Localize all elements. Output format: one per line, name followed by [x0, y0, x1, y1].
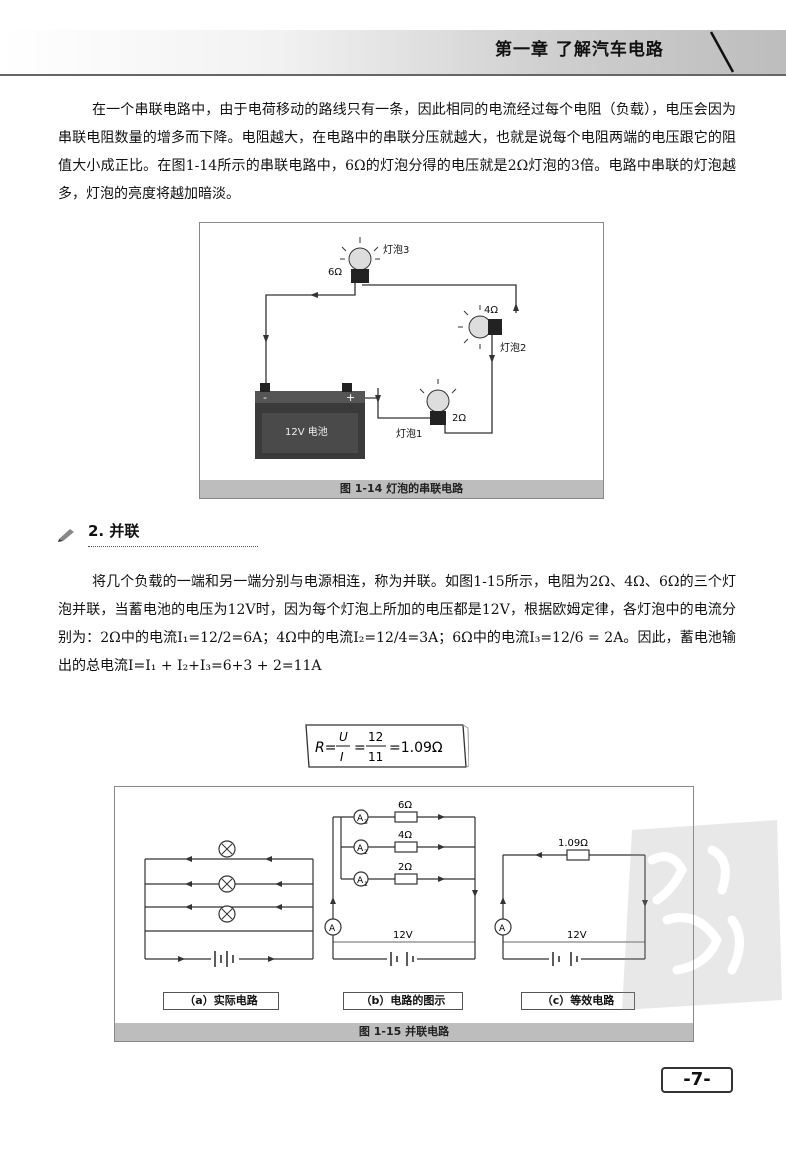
b-ammeter-a1-sub: 1	[364, 881, 368, 888]
formula-frac1-den: I	[340, 750, 344, 764]
formula-lhs: R=	[315, 740, 336, 756]
bulb1-name: 灯泡1	[396, 427, 422, 440]
b-resistor-6: 6Ω	[398, 800, 412, 811]
battery-negative-sign: -	[263, 391, 267, 404]
formula-eq: =	[354, 740, 366, 756]
c-ammeter: A	[499, 924, 506, 934]
figure-series-circuit: - + 12V 电池 灯泡3 6Ω 4Ω 灯泡2 2Ω 灯泡1 图 1-14 灯…	[199, 222, 604, 499]
header-slash-decoration	[709, 31, 735, 73]
label-c: （c）等效电路	[521, 992, 635, 1010]
figure-parallel-circuit: 6Ω 4Ω 2Ω A 3 A 2 A 1 A 12V 1.09Ω A	[114, 786, 694, 1042]
b-ammeter-a2-sub: 2	[364, 849, 368, 856]
section-rule	[88, 546, 258, 547]
bulb2-name: 灯泡2	[500, 341, 526, 354]
bulb1-value: 2Ω	[452, 413, 466, 424]
bulb3-icon	[340, 237, 380, 283]
section-title: 2. 并联	[88, 522, 140, 540]
bulb2-value: 4Ω	[484, 305, 498, 316]
bulb2-icon	[458, 305, 502, 349]
pencil-icon	[58, 529, 74, 542]
parallel-circuit-diagrams: 6Ω 4Ω 2Ω A 3 A 2 A 1 A 12V 1.09Ω A	[144, 800, 648, 967]
bulb1-icon	[419, 379, 457, 425]
body-paragraph-parallel: 将几个负载的一端和另一端分别与电源相连，称为并联。如图1-15所示，电阻为2Ω、…	[58, 574, 736, 674]
formula-box: R= U I = 12 11 =1.09Ω	[303, 722, 470, 770]
page-number: -7-	[661, 1067, 733, 1093]
b-ammeter-a3: A	[357, 814, 364, 824]
bulb3-value: 6Ω	[328, 267, 342, 278]
b-voltage: 12V	[393, 930, 413, 941]
bulb3-name: 灯泡3	[383, 243, 409, 256]
b-resistor-2: 2Ω	[398, 862, 412, 873]
formula-frac1-num: U	[339, 730, 348, 744]
header-rule	[0, 74, 786, 76]
c-resistor: 1.09Ω	[558, 838, 588, 849]
c-voltage: 12V	[567, 930, 587, 941]
chapter-title: 第一章 了解汽车电路	[495, 40, 664, 60]
formula-frac2-den: 11	[368, 750, 383, 764]
battery-icon	[255, 383, 365, 459]
seal-watermark	[622, 820, 782, 1010]
label-b: （b）电路的图示	[343, 992, 463, 1010]
header-band	[0, 30, 786, 74]
b-resistor-4: 4Ω	[398, 830, 412, 841]
section-heading: 2. 并联	[58, 518, 258, 548]
formula-frac2-num: 12	[368, 730, 383, 744]
b-ammeter-a2: A	[357, 844, 364, 854]
b-ammeter-main: A	[329, 924, 336, 934]
battery-positive-sign: +	[346, 391, 355, 404]
b-ammeter-a1: A	[357, 876, 364, 886]
figure-caption: 图 1-14 灯泡的串联电路	[200, 480, 603, 498]
series-circuit-diagram: - + 12V 电池 灯泡3 6Ω 4Ω 灯泡2 2Ω 灯泡1	[255, 237, 526, 459]
label-a: （a）实际电路	[163, 992, 279, 1010]
b-ammeter-a3-sub: 3	[364, 819, 368, 826]
battery-label: 12V 电池	[285, 425, 328, 438]
formula: R= U I = 12 11 =1.09Ω	[305, 724, 470, 768]
formula-result: =1.09Ω	[389, 740, 443, 756]
figure-caption: 图 1-15 并联电路	[115, 1023, 693, 1041]
body-paragraph-series: 在一个串联电路中，由于电荷移动的路线只有一条，因此相同的电流经过每个电阻（负载）…	[58, 102, 736, 202]
